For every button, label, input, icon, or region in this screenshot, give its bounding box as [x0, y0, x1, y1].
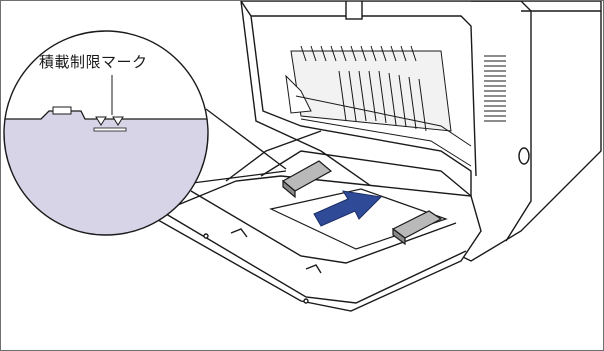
- limit-line: [94, 128, 126, 131]
- load-limit-mark-label: 積載制限マーク: [39, 51, 148, 72]
